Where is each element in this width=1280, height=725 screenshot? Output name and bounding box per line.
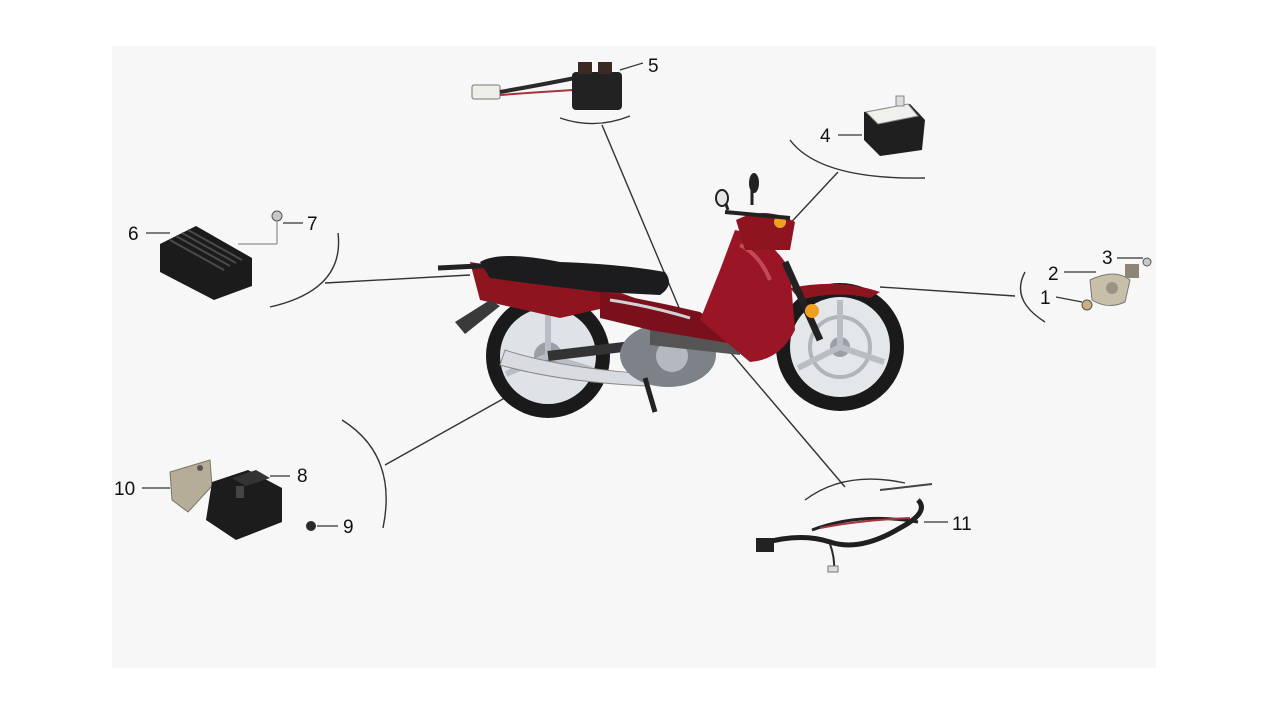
- callout-label: 7: [307, 214, 318, 235]
- leader-line-8: [384, 394, 511, 466]
- callout-label: 9: [343, 517, 354, 538]
- callout-label: 2: [1048, 264, 1059, 285]
- wire-harness-icon: [756, 483, 933, 573]
- bracket-arc-horn: [1019, 271, 1046, 323]
- callout-label: 5: [648, 56, 659, 77]
- callout-label: 11: [952, 514, 972, 535]
- bracket-arc-4: [789, 139, 926, 179]
- callout-label: 10: [114, 479, 135, 500]
- bracket-arc-8: [341, 419, 387, 529]
- motorcycle-illustration: [437, 173, 904, 418]
- bolt-icon: [1081, 299, 1093, 311]
- leader-line-horn: [879, 286, 1016, 297]
- callout-label: 6: [128, 224, 139, 245]
- horn-icon: [1089, 264, 1139, 306]
- front-fender: [790, 283, 880, 300]
- leg-shield: [700, 230, 795, 362]
- flasher-relay-icon: [864, 95, 925, 156]
- screw-icon: [238, 210, 283, 245]
- starter-relay-icon: [471, 62, 622, 110]
- callout-label: 3: [1102, 248, 1113, 269]
- callout-label: 4: [820, 126, 831, 147]
- leader-line-11: [719, 339, 846, 488]
- body-panel: [600, 292, 745, 350]
- callout-label: 8: [297, 466, 308, 487]
- callout-label: 1: [1040, 288, 1051, 309]
- rectifier-regulator-icon: [160, 226, 252, 300]
- seat: [480, 256, 669, 295]
- bracket-arc-6: [269, 232, 340, 308]
- screw-icon: [306, 521, 316, 531]
- leader-line-6: [324, 274, 471, 284]
- screw-icon: [1142, 257, 1152, 267]
- bracket-icon: [169, 459, 213, 513]
- turn-signal: [805, 304, 819, 318]
- leader-lines: [269, 115, 1046, 529]
- bracket-arc-11: [804, 478, 906, 501]
- bracket-arc-5: [559, 115, 631, 125]
- cdi-unit-icon: [206, 470, 282, 540]
